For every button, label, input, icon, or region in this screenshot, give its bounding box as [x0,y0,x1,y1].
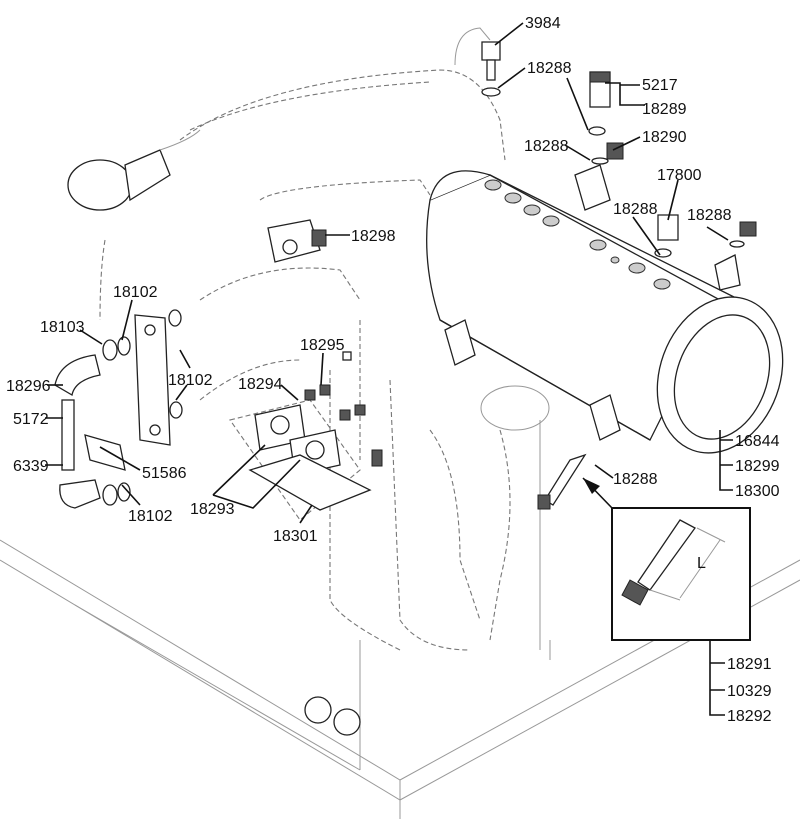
callout-18292: 18292 [727,708,772,725]
callout-5217: 5217 [642,77,678,94]
callout-18102: 18102 [113,284,158,301]
dimension-label: L [697,555,706,572]
callout-6339: 6339 [13,458,49,475]
pressure-switches [248,351,372,511]
top-components [454,27,757,258]
callout-18289: 18289 [642,101,687,118]
callout-18288: 18288 [613,471,658,488]
injector-probe [371,449,587,510]
callout-18102: 18102 [128,508,173,525]
callout-18103: 18103 [40,319,85,336]
callout-18300: 18300 [735,483,780,500]
callout-18288: 18288 [524,138,569,155]
callout-3984: 3984 [525,15,561,32]
callout-labels: 3984 18288 5217 18289 18288 18290 17800 … [6,15,780,725]
callout-51586: 51586 [142,465,187,482]
callout-18102: 18102 [168,372,213,389]
callout-18299: 18299 [735,458,780,475]
callout-18288: 18288 [613,201,658,218]
callout-18288: 18288 [527,60,572,77]
callout-18294: 18294 [238,376,283,393]
callout-18296: 18296 [6,378,51,395]
boiler [426,164,784,454]
callout-18291: 18291 [727,656,772,673]
callout-5172: 5172 [13,411,49,428]
callout-18301: 18301 [273,528,318,545]
callout-18288: 18288 [687,207,732,224]
drain-assembly [54,309,183,509]
probe-detail-inset: L [582,477,751,641]
callout-17800: 17800 [657,167,702,184]
callout-18293: 18293 [190,501,235,518]
callout-18295: 18295 [300,337,345,354]
group-head-ghost [67,129,550,431]
pressure-gauges [304,696,361,736]
callout-10329: 10329 [727,683,772,700]
dashed-piping [99,69,511,651]
callout-18290: 18290 [642,129,687,146]
callout-18298: 18298 [351,228,396,245]
leader-lines [45,22,733,716]
solenoid-valve [267,219,327,263]
callout-16844: 16844 [735,433,780,450]
